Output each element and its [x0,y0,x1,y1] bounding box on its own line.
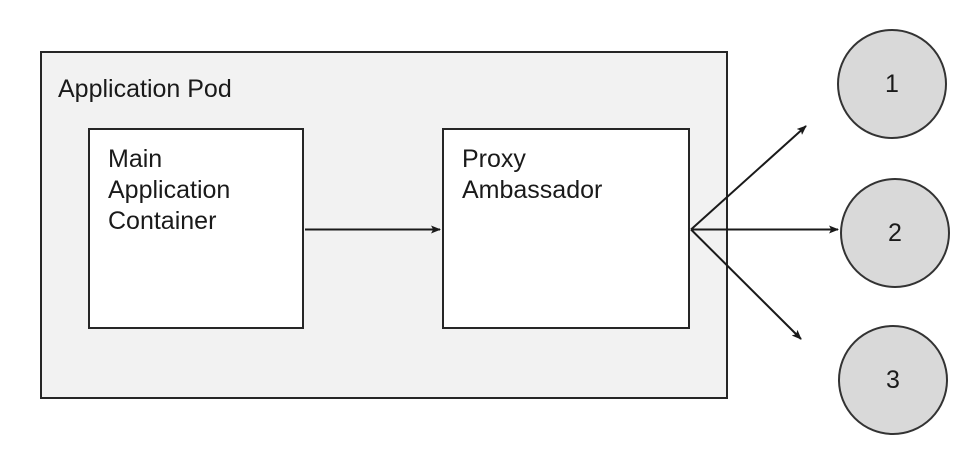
proxy-ambassador-label: Proxy Ambassador [462,145,603,204]
node-circle-1[interactable]: 1 [837,29,947,139]
application-pod-label: Application Pod [58,75,232,103]
connector-proxy-to-node-1 [690,125,807,231]
node-circle-1-label: 1 [885,69,899,98]
connector-proxy-to-node-3 [690,228,802,340]
node-circle-2[interactable]: 2 [840,178,950,288]
proxy-ambassador-box[interactable]: Proxy Ambassador [442,128,690,329]
node-circle-3[interactable]: 3 [838,325,948,435]
node-circle-2-label: 2 [888,218,902,247]
main-application-container-label: Main Application Container [108,145,231,235]
main-application-container-box[interactable]: Main Application Container [88,128,304,329]
node-circle-3-label: 3 [886,365,900,394]
